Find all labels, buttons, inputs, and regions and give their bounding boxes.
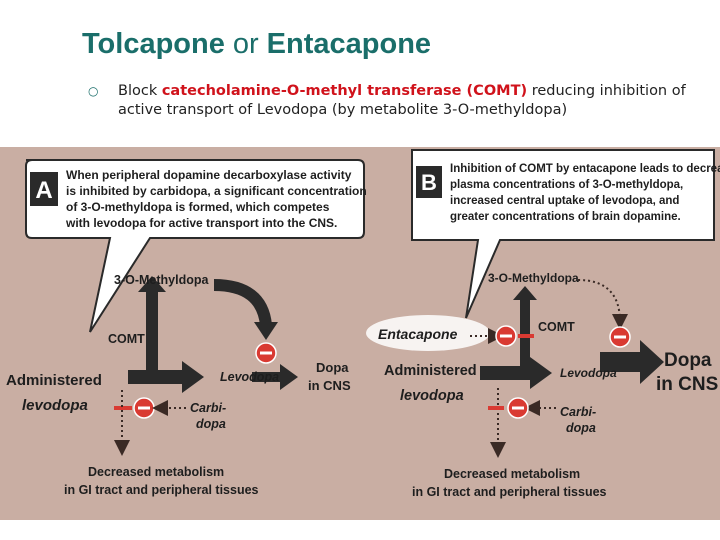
label-b-in-cns: in CNS xyxy=(656,374,718,395)
label-b-dopa-drug: dopa xyxy=(566,421,596,435)
callout-a-line-2: is inhibited by carbidopa, a significant… xyxy=(66,184,367,198)
dotted-arrow-b-omd xyxy=(577,279,628,330)
label-b-levodopa: Levodopa xyxy=(560,366,617,380)
comt-arrow-a xyxy=(138,276,166,370)
label-a-levodopa: Levodopa xyxy=(220,370,279,384)
callout-a-line-3: of 3-O-methyldopa is formed, which compe… xyxy=(66,200,330,214)
label-b-omd: 3-O-Methyldopa xyxy=(488,271,579,285)
bullet-post: reducing inhibition of active transport … xyxy=(118,83,686,118)
label-b-gi: in GI tract and peripheral tissues xyxy=(412,485,607,499)
panel-b: B Inhibition of COMT by entacapone leads… xyxy=(366,149,720,499)
bullet-point: ○ Block catecholamine-O-methyl transfera… xyxy=(88,82,688,120)
entacapone-glow xyxy=(366,315,490,351)
title-or: or xyxy=(232,28,259,60)
callout-b-line-2: plasma concentrations of 3-O-methyldopa, xyxy=(450,179,683,191)
callout-a xyxy=(25,159,365,333)
label-a-administered: Administered xyxy=(6,372,102,389)
comt-arrow-b xyxy=(513,286,537,366)
title-tolcapone: Tolcapone xyxy=(82,28,225,60)
bullet-text: Block catecholamine-O-methyl transferase… xyxy=(118,82,688,120)
panel-b-badge xyxy=(416,166,442,198)
callout-b-line-4: greater concentrations of brain dopamine… xyxy=(450,211,681,223)
label-a-comt: COMT xyxy=(108,332,145,346)
label-b-comt: COMT xyxy=(538,320,575,334)
label-a-levodopa-input: levodopa xyxy=(22,397,88,414)
label-a-carbi: Carbi- xyxy=(190,401,226,415)
curved-arrow-a xyxy=(213,279,272,326)
callout-b-line-3: increased central uptake of levodopa, an… xyxy=(450,195,679,207)
callout-b xyxy=(411,149,715,319)
title-entacapone: Entacapone xyxy=(266,28,432,60)
label-a-decreased: Decreased metabolism xyxy=(88,465,224,479)
label-a-dopa-drug: dopa xyxy=(196,417,226,431)
panel-b-letter: B xyxy=(421,170,437,195)
label-b-carbi: Carbi- xyxy=(560,405,596,419)
callout-a-line-4: with levodopa for active transport into … xyxy=(65,216,337,230)
label-b-dopa: Dopa xyxy=(664,350,712,371)
label-a-omd: 3-O-Methyldopa xyxy=(114,273,209,287)
callout-a-line-1: When peripheral dopamine decarboxylase a… xyxy=(66,168,352,182)
panel-a-letter: A xyxy=(35,177,52,204)
cns-arrow-b xyxy=(600,340,664,384)
label-b-levodopa-input: levodopa xyxy=(400,388,464,404)
panel-a: A When peripheral dopamine decarboxylase… xyxy=(6,159,367,497)
bullet-pre: Block xyxy=(118,83,162,99)
main-arrow-a xyxy=(128,361,204,393)
main-arrow-b xyxy=(480,357,552,389)
label-a-dopa: Dopa xyxy=(316,360,349,375)
cns-arrow-a xyxy=(252,364,298,390)
callout-b-line-1: Inhibition of COMT by entacapone leads t… xyxy=(450,163,720,175)
label-a-in-cns: in CNS xyxy=(308,378,351,393)
label-b-entacapone: Entacapone xyxy=(378,326,458,342)
bullet-highlight: catecholamine-O-methyl transferase (COMT… xyxy=(161,83,528,99)
label-b-administered: Administered xyxy=(384,363,477,379)
panel-a-badge xyxy=(30,172,58,206)
label-b-decreased: Decreased metabolism xyxy=(444,467,580,481)
label-a-gi: in GI tract and peripheral tissues xyxy=(64,483,259,497)
bullet-circle-icon: ○ xyxy=(88,84,99,98)
